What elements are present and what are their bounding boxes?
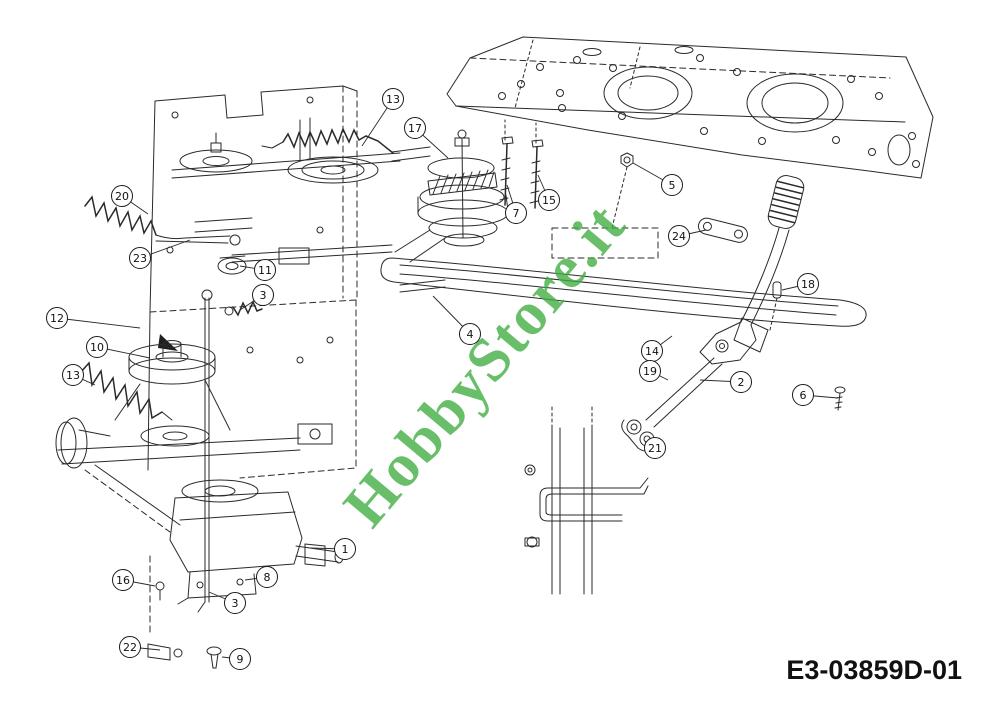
callout-16: 16 [112,569,134,591]
link-rod [621,357,723,452]
callout-13: 13 [62,364,84,386]
callout-19: 19 [639,360,661,382]
belt-keeper-bracket [524,405,649,595]
callout-13: 13 [382,88,404,110]
callout-8: 8 [256,566,278,588]
callout-14: 14 [641,340,663,362]
callout-20: 20 [111,185,133,207]
callout-23: 23 [129,247,151,269]
callout-10: 10 [86,336,108,358]
drawbar-rod [380,257,867,327]
callout-12: 12 [46,307,68,329]
diagram-code-label: E3-03859D-01 [786,655,962,685]
callout-3: 3 [224,592,246,614]
screw [834,386,846,394]
chassis-frame [446,36,934,259]
callout-3: 3 [252,284,274,306]
mounting-bolts [499,119,634,209]
callout-21: 21 [644,437,666,459]
callout-15: 15 [538,189,560,211]
callout-22: 22 [119,636,141,658]
callout-6: 6 [792,384,814,406]
transmission [147,479,344,669]
callout-11: 11 [254,259,276,281]
callout-1: 1 [334,538,356,560]
callout-4: 4 [459,323,481,345]
clutch-pulley-stack [394,129,509,293]
callout-9: 9 [229,648,251,670]
callout-7: 7 [505,202,527,224]
callout-17: 17 [404,117,426,139]
control-rod [197,255,263,613]
left-frame-panel [57,85,393,533]
handle-plate [697,217,846,411]
idler-arm-spring [84,195,253,246]
callout-2: 2 [730,371,752,393]
callout-18: 18 [797,273,819,295]
callout-5: 5 [661,174,683,196]
upper-pulley-assembly [171,127,431,184]
callout-leader-lines [56,98,839,660]
flange-nut [620,152,634,168]
tension-spring-upper [282,127,394,154]
callout-24: 24 [668,225,690,247]
pedal-lever [699,175,805,365]
